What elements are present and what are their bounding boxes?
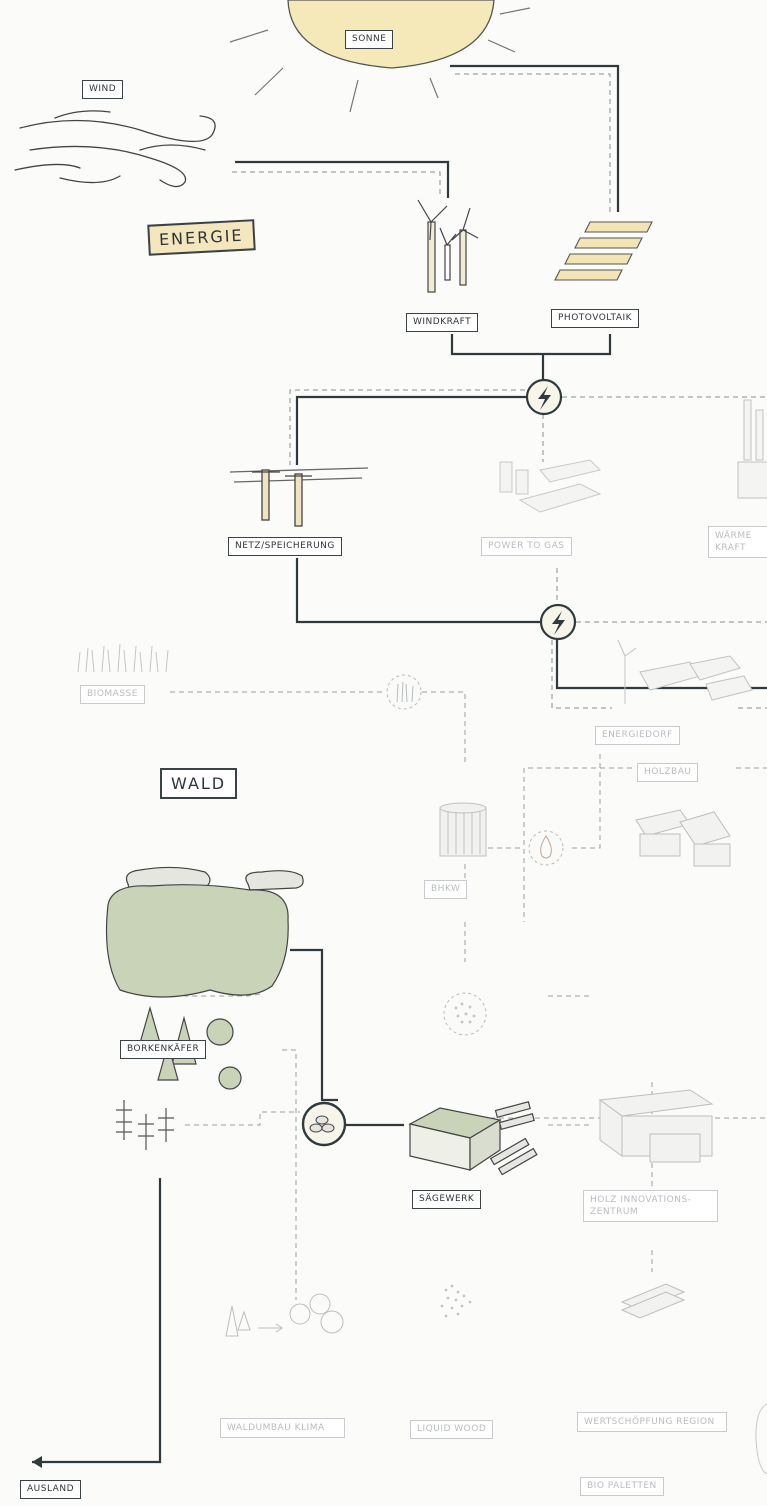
- hub-chips[interactable]: [443, 992, 487, 1036]
- energy-lines: [235, 64, 767, 690]
- energy-village-icon: [617, 639, 753, 704]
- hub-heat[interactable]: [528, 830, 564, 866]
- label-bio-paletten: BIO PALETTEN: [580, 1477, 664, 1496]
- hub-logs[interactable]: [301, 1101, 347, 1147]
- woodchips-icon: [454, 1002, 476, 1024]
- wind-turbine-icon: [417, 199, 479, 293]
- label-holzbau: HOLZBAU: [637, 763, 699, 782]
- hub-lightning-top[interactable]: [525, 378, 563, 416]
- label-sonne: SONNE: [345, 30, 394, 49]
- wood-lines: [32, 948, 404, 1464]
- flame-icon: [540, 835, 552, 859]
- innovation-building-icon: [598, 1089, 714, 1163]
- label-ausland: AUSLAND: [20, 1480, 81, 1499]
- power-pylons-icon: [229, 467, 369, 527]
- sun-icon: [229, 0, 531, 113]
- biomass-grass-icon: [77, 643, 169, 673]
- label-bhkw: BHKW: [424, 880, 468, 899]
- label-wertschoepfung-region: WERTSCHÖPFUNG REGION: [577, 1412, 727, 1433]
- forest-icon: [105, 866, 304, 1150]
- label-waldumbau-klima: WALDUMBAU KLIMA: [220, 1418, 345, 1439]
- factory-icon: [737, 399, 767, 499]
- lightning-icon: [538, 386, 551, 410]
- label-power-to-gas: POWER TO GAS: [481, 537, 572, 556]
- wind-icon: [14, 110, 216, 188]
- arrow-head: [32, 1456, 42, 1468]
- label-netz-speicherung: NETZ/SPEICHERUNG: [228, 537, 342, 556]
- solar-panels-icon: [554, 221, 653, 281]
- power-to-gas-icon: [499, 459, 602, 513]
- label-holz-innovationszentrum: HOLZ INNOVATIONS-ZENTRUM: [583, 1190, 718, 1223]
- edge-shape: [755, 1403, 767, 1475]
- hub-biomass[interactable]: [386, 674, 422, 710]
- label-energiedorf: ENERGIEDORF: [595, 726, 680, 745]
- label-photovoltaik: PHOTOVOLTAIK: [551, 309, 640, 328]
- label-windkraft: WINDKRAFT: [406, 313, 479, 332]
- liquid-wood-icon: [440, 1284, 472, 1318]
- pallet-icon: [620, 1283, 686, 1319]
- grass-icon: [396, 681, 414, 703]
- label-borkenkaefer: BORKENKÄFER: [120, 1040, 207, 1059]
- forest-conversion-icon: [225, 1293, 344, 1337]
- hub-lightning-mid[interactable]: [539, 603, 577, 641]
- label-biomasse: BIOMASSE: [80, 685, 145, 704]
- logs-icon: [309, 1115, 335, 1133]
- label-saegewerk: SÄGEWERK: [412, 1190, 482, 1209]
- energy-dashed-lines: [232, 73, 767, 709]
- chp-plant-icon: [439, 802, 487, 857]
- timber-houses-icon: [635, 809, 731, 867]
- label-wald: WALD: [160, 768, 238, 800]
- lightning-icon: [552, 611, 565, 635]
- label-energie: ENERGIE: [147, 219, 256, 256]
- sawmill-icon: [408, 1101, 538, 1176]
- label-waermekraft: WÄRME KRAFT: [708, 526, 767, 559]
- label-liquid-wood: LIQUID WOOD: [410, 1420, 494, 1439]
- label-wind: WIND: [82, 80, 124, 99]
